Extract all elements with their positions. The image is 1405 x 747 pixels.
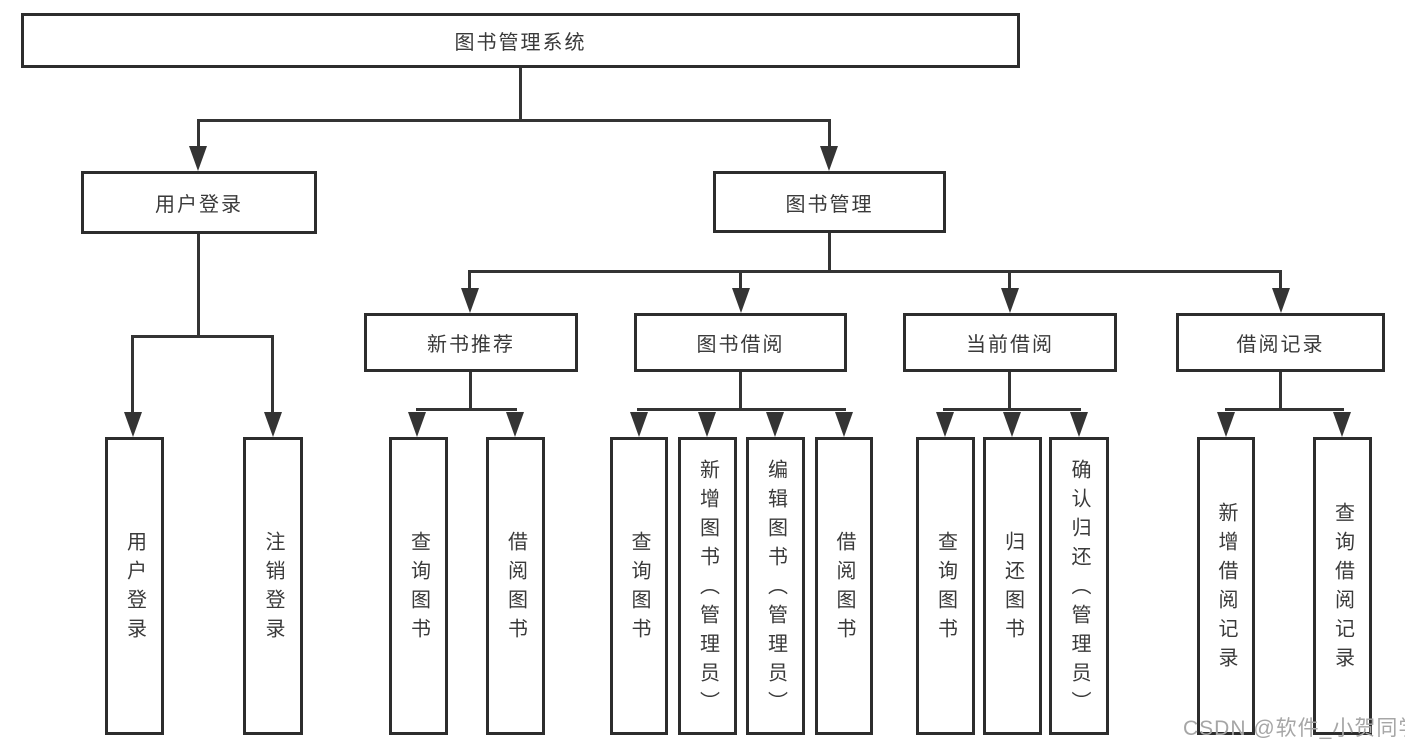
arrow-current-borrow-leaf1	[936, 412, 954, 437]
csdn-watermark: CSDN @软件_小贺同学	[1183, 717, 1405, 740]
arrow-borrow-records-leaf2	[1333, 412, 1351, 437]
edge-user-login-leaf2-drop	[271, 335, 274, 415]
leaf-borrow-borrow: 借阅图书	[815, 437, 873, 735]
edge-book-borrow-bar	[637, 408, 846, 411]
arrow-user-login-leaf1	[124, 412, 142, 437]
edge-book-mgmt-drop	[828, 119, 831, 149]
leaf-user-login: 用户登录	[105, 437, 164, 735]
arrow-user-login	[189, 146, 207, 171]
arrow-book-borrow	[732, 288, 750, 313]
node-book-borrow: 图书借阅	[634, 313, 847, 372]
arrow-current-borrow	[1001, 288, 1019, 313]
edge-borrow-records-drop	[1279, 270, 1282, 292]
edge-user-login-bar	[131, 335, 274, 338]
edge-level3-bar	[468, 270, 1282, 273]
node-new-books: 新书推荐	[364, 313, 578, 372]
edge-user-login-stem	[197, 234, 200, 338]
node-user-login: 用户登录	[81, 171, 317, 234]
edge-book-borrow-drop	[739, 270, 742, 292]
edge-user-login-leaf1-drop	[131, 335, 134, 415]
leaf-current-query: 查询图书	[916, 437, 975, 735]
node-current-borrow: 当前借阅	[903, 313, 1117, 372]
edge-borrow-records-bar	[1225, 408, 1344, 411]
edge-borrow-records-stem	[1279, 372, 1282, 411]
arrow-current-borrow-leaf2	[1003, 412, 1021, 437]
arrow-new-books	[461, 288, 479, 313]
node-root: 图书管理系统	[21, 13, 1020, 68]
edge-new-books-bar	[416, 408, 517, 411]
node-book-mgmt: 图书管理	[713, 171, 946, 233]
arrow-book-borrow-leaf4	[835, 412, 853, 437]
arrow-book-borrow-leaf3	[766, 412, 784, 437]
leaf-borrow-query: 查询图书	[610, 437, 668, 735]
leaf-new-books-borrow: 借阅图书	[486, 437, 545, 735]
leaf-current-confirm-admin: 确认归还（管理员）	[1049, 437, 1109, 735]
edge-current-borrow-stem	[1008, 372, 1011, 411]
leaf-logout: 注销登录	[243, 437, 303, 735]
edge-level2-bar	[197, 119, 831, 122]
arrow-user-login-leaf2	[264, 412, 282, 437]
edge-current-borrow-bar	[943, 408, 1081, 411]
edge-book-borrow-stem	[739, 372, 742, 411]
node-borrow-records: 借阅记录	[1176, 313, 1385, 372]
leaf-borrow-edit-admin: 编辑图书（管理员）	[746, 437, 805, 735]
leaf-records-add: 新增借阅记录	[1197, 437, 1255, 735]
leaf-current-return: 归还图书	[983, 437, 1042, 735]
arrow-borrow-records-leaf1	[1217, 412, 1235, 437]
arrow-book-borrow-leaf1	[630, 412, 648, 437]
leaf-new-books-query: 查询图书	[389, 437, 448, 735]
edge-current-borrow-drop	[1008, 270, 1011, 292]
arrow-current-borrow-leaf3	[1070, 412, 1088, 437]
arrow-new-books-leaf2	[506, 412, 524, 437]
edge-book-mgmt-stem	[828, 233, 831, 273]
arrow-book-mgmt	[820, 146, 838, 171]
arrow-borrow-records	[1272, 288, 1290, 313]
edge-user-login-drop	[197, 119, 200, 149]
edge-new-books-stem	[469, 372, 472, 411]
edge-root-stem	[519, 68, 522, 119]
arrow-new-books-leaf1	[408, 412, 426, 437]
arrow-book-borrow-leaf2	[698, 412, 716, 437]
leaf-borrow-add-admin: 新增图书（管理员）	[678, 437, 737, 735]
leaf-records-query: 查询借阅记录	[1313, 437, 1372, 735]
edge-new-books-drop	[468, 270, 471, 292]
